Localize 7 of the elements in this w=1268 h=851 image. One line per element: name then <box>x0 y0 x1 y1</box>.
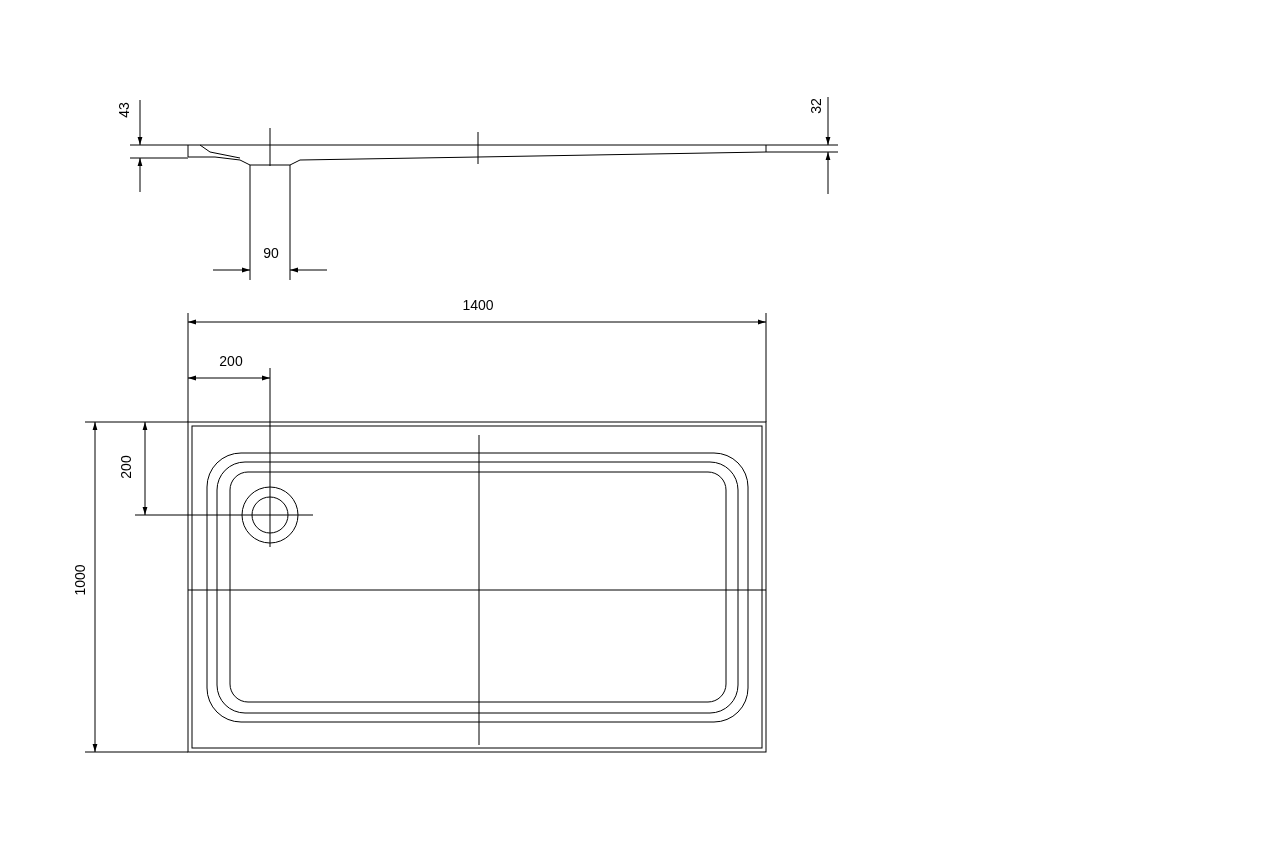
dimension-label: 200 <box>219 354 243 368</box>
dimension-label: 32 <box>809 98 823 114</box>
dimension-label: 200 <box>119 455 133 479</box>
dimension-label: 90 <box>263 246 279 260</box>
dimension-label: 43 <box>117 102 131 118</box>
dimension-label: 1400 <box>462 298 494 312</box>
dimension-label: 1000 <box>73 564 87 596</box>
